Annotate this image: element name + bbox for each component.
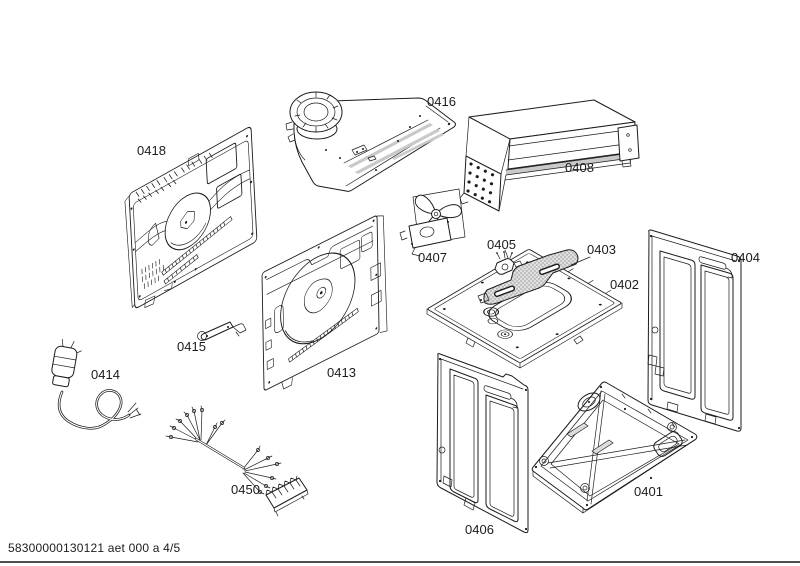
part-label-0402: 0402 xyxy=(610,277,639,292)
terminal-block xyxy=(265,475,309,517)
page-bottom-rule xyxy=(0,561,800,563)
part-label-0408: 0408 xyxy=(565,160,594,175)
part-0401-drawing xyxy=(531,381,698,514)
part-0404-drawing xyxy=(647,229,742,432)
part-label-0405: 0405 xyxy=(487,237,516,252)
blower-dome xyxy=(285,91,343,161)
part-label-0403: 0403 xyxy=(587,242,616,257)
part-0450-drawing xyxy=(165,405,309,517)
part-label-0415: 0415 xyxy=(177,339,206,354)
fan-blades xyxy=(412,191,463,242)
part-0402-drawing xyxy=(426,249,623,369)
part-label-0401: 0401 xyxy=(634,484,663,499)
part-0407-drawing xyxy=(399,188,466,257)
leader-line-0403 xyxy=(570,256,591,266)
part-0406-drawing xyxy=(436,353,529,534)
part-label-0414: 0414 xyxy=(91,367,120,382)
part-label-0404: 0404 xyxy=(731,250,760,265)
part-label-0418: 0418 xyxy=(137,143,166,158)
leader-line-0405 xyxy=(504,249,509,259)
part-0415-drawing xyxy=(197,321,247,341)
part-0405-drawing xyxy=(494,249,523,275)
part-0413-drawing xyxy=(261,215,388,391)
part-0403-drawing xyxy=(477,249,591,305)
part-0414-drawing xyxy=(51,338,142,430)
part-label-0450: 0450 xyxy=(231,482,260,497)
part-callouts: 0418 0416 0408 0407 0405 0403 0402 0404 … xyxy=(91,94,760,537)
part-0416-drawing xyxy=(285,91,456,192)
part-label-0406: 0406 xyxy=(465,522,494,537)
part-label-0407: 0407 xyxy=(418,250,447,265)
part-0408-drawing xyxy=(459,99,640,212)
part-label-0413: 0413 xyxy=(327,365,356,380)
document-code: 58300000130121 aet 000 a 4/5 xyxy=(8,541,181,555)
part-0418-drawing xyxy=(124,126,258,309)
part-label-0416: 0416 xyxy=(427,94,456,109)
